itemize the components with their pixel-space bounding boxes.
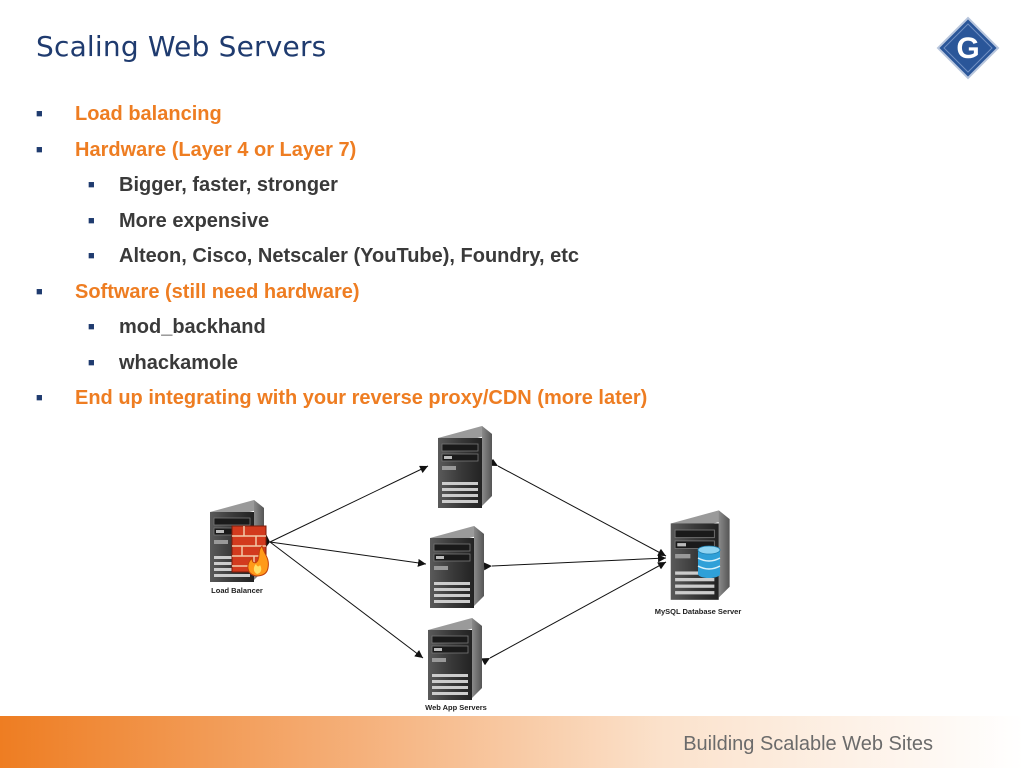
web-server-node xyxy=(427,617,483,700)
bullet-square-icon: ■ xyxy=(36,108,43,120)
load-balancer-label: Load Balancer xyxy=(211,586,263,595)
connector-lb-web2 xyxy=(261,536,427,567)
database-label: MySQL Database Server xyxy=(655,607,742,616)
bullet-square-icon: ■ xyxy=(88,179,95,191)
bullet-item: ■ Load balancing xyxy=(36,98,647,134)
bullet-item: ■ End up integrating with your reverse pr… xyxy=(36,382,647,418)
bullet-square-icon: ■ xyxy=(88,250,95,262)
bullet-text: End up integrating with your reverse pro… xyxy=(75,387,648,409)
bullet-text: Software (still need hardware) xyxy=(75,280,360,303)
bullet-square-icon: ■ xyxy=(36,143,43,156)
sub-bullet-item: ■ More expensive xyxy=(36,205,647,241)
bullet-square-icon: ■ xyxy=(88,214,95,227)
sub-bullet-item: ■ Bigger, faster, stronger xyxy=(36,169,647,205)
bullet-text: Alteon, Cisco, Netscaler (YouTube), Foun… xyxy=(119,245,580,267)
web-servers-label: Web App Servers xyxy=(425,703,487,712)
connector-web3-db xyxy=(481,561,667,666)
sub-bullet-item: ■ mod_backhand xyxy=(36,311,647,347)
bullet-text: More expensive xyxy=(119,209,270,232)
network-diagram: Load Balancer Web App Servers MySQL Data… xyxy=(209,425,742,712)
connector-web1-db xyxy=(489,458,667,557)
firewall-icon xyxy=(231,525,269,577)
bullet-text: Bigger, faster, stronger xyxy=(119,174,338,196)
server-icon xyxy=(429,525,485,608)
server-icon xyxy=(437,425,493,508)
web-server-node xyxy=(429,525,485,608)
connection-lines xyxy=(261,458,667,666)
bullet-text: Load balancing xyxy=(75,103,222,125)
bullet-list: ■ Load balancing ■ Hardware (Layer 4 or La… xyxy=(36,98,647,418)
server-icon xyxy=(427,617,483,700)
bullet-square-icon: ■ xyxy=(88,321,95,333)
footer-bar: Building Scalable Web Sites xyxy=(0,716,1024,768)
sub-bullet-item: ■ Alteon, Cisco, Netscaler (YouTube), Fou… xyxy=(36,240,647,276)
sub-bullet-item: ■ whackamole xyxy=(36,347,647,383)
bullet-square-icon: ■ xyxy=(88,356,95,369)
bullet-text: Hardware (Layer 4 or Layer 7) xyxy=(75,138,357,161)
company-logo: G xyxy=(936,16,1000,80)
bullet-item: ■ Software (still need hardware) xyxy=(36,276,647,312)
footer-text: Building Scalable Web Sites xyxy=(683,733,933,755)
slide-title: Scaling Web Servers xyxy=(36,30,327,63)
database-icon xyxy=(697,545,721,578)
load-balancer-node: Load Balancer xyxy=(209,499,269,595)
bullet-text: whackamole xyxy=(119,351,238,374)
logo-letter: G xyxy=(956,32,979,65)
bullet-square-icon: ■ xyxy=(36,392,43,404)
connector-web2-db xyxy=(483,554,667,571)
bullet-text: mod_backhand xyxy=(119,316,266,338)
connector-lb-web1 xyxy=(261,465,429,550)
web-server-node xyxy=(437,425,493,508)
bullet-item: ■ Hardware (Layer 4 or Layer 7) xyxy=(36,134,647,170)
bullet-square-icon: ■ xyxy=(36,285,43,298)
database-server-node: MySQL Database Server xyxy=(655,509,742,616)
connector-lb-web3 xyxy=(261,533,424,659)
